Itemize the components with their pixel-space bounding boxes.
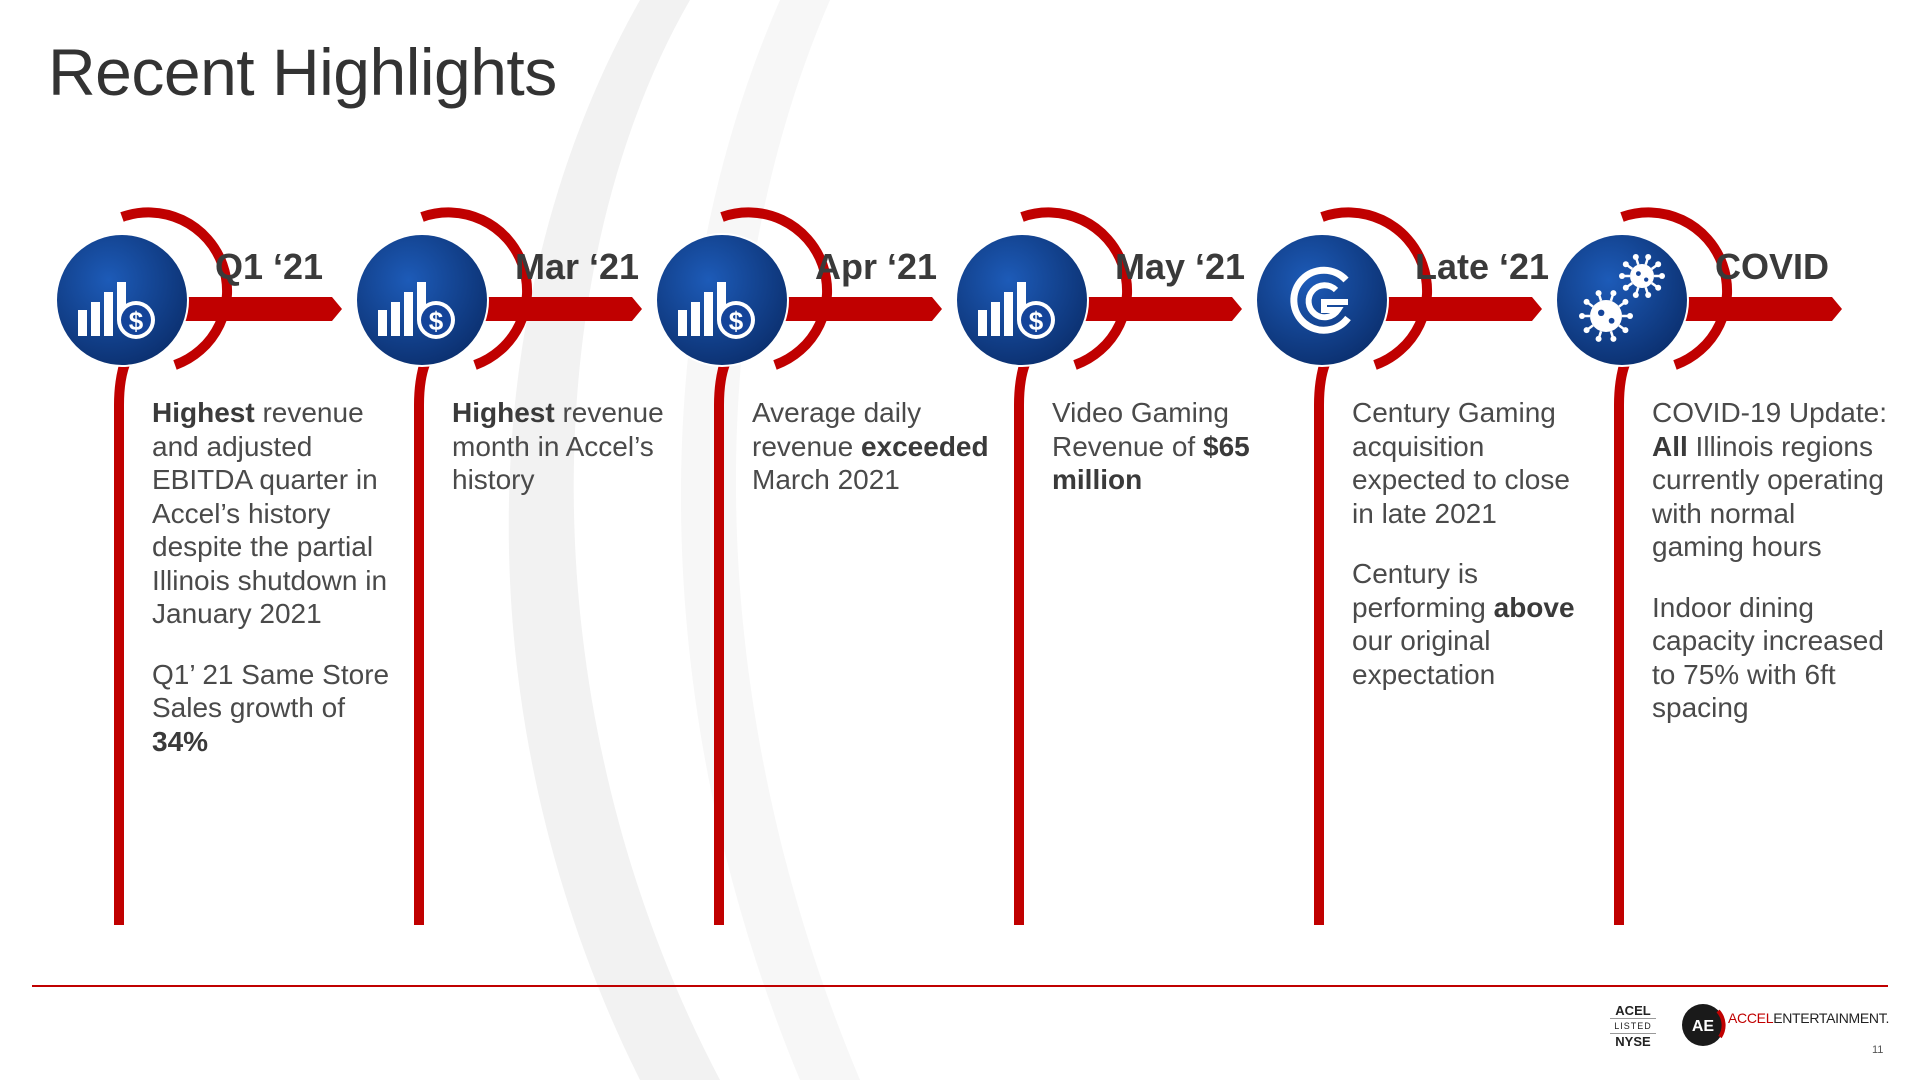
milestone-title: Apr ‘21 bbox=[815, 246, 938, 287]
milestone-paragraph: Indoor dining capacity increased to 75% … bbox=[1652, 591, 1892, 725]
revenue-chart-dollar-icon: $ bbox=[55, 233, 189, 367]
milestone-connector bbox=[114, 207, 342, 925]
milestone-paragraph: Century Gaming acquisition expected to c… bbox=[1352, 396, 1592, 530]
highlight-text: Highest bbox=[152, 397, 255, 428]
milestone-connector bbox=[1614, 207, 1842, 925]
milestone-paragraph: Highest revenue month in Accel’s history bbox=[452, 396, 692, 497]
body-text: our original expectation bbox=[1352, 625, 1496, 690]
milestone-paragraph: Q1’ 21 Same Store Sales growth of 34% bbox=[152, 658, 392, 759]
highlight-text: $65 million bbox=[1052, 430, 1250, 496]
page-number: 11 bbox=[1872, 1044, 1884, 1056]
milestone-title: COVID bbox=[1715, 246, 1830, 287]
listed-label: LISTED bbox=[1610, 1018, 1656, 1034]
milestone-title: Q1 ‘21 bbox=[215, 246, 324, 287]
svg-text:$: $ bbox=[429, 306, 444, 336]
body-text: March 2021 bbox=[752, 464, 900, 495]
ticker-symbol: ACEL bbox=[1615, 1003, 1651, 1018]
highlight-text: All bbox=[1652, 430, 1688, 462]
milestone-6: COVID COVID-19 Update: All Illinois regio… bbox=[1550, 0, 1887, 1080]
revenue-chart-dollar-icon: $ bbox=[355, 233, 489, 367]
virus-icon bbox=[1555, 233, 1689, 367]
nyse-listing-badge: ACEL LISTED NYSE bbox=[1610, 1004, 1656, 1050]
milestone-description: Century Gaming acquisition expected to c… bbox=[1352, 396, 1592, 718]
milestone-paragraph: Highest revenue and adjusted EBITDA quar… bbox=[152, 396, 392, 631]
body-text: Illinois regions currently operating wit… bbox=[1652, 430, 1884, 563]
brand-entertainment: ENTERTAINMENT. bbox=[1773, 1010, 1890, 1026]
milestone-title: Late ‘21 bbox=[1415, 246, 1550, 287]
svg-text:$: $ bbox=[729, 306, 744, 336]
page-title: Recent Highlights bbox=[48, 35, 557, 109]
body-text: revenue month in Accel’s history bbox=[452, 397, 664, 495]
body-text: Century Gaming acquisition expected to c… bbox=[1352, 397, 1570, 529]
milestone-description: COVID-19 Update: All Illinois regions cu… bbox=[1652, 396, 1892, 752]
exchange-name: NYSE bbox=[1615, 1034, 1651, 1049]
svg-text:$: $ bbox=[1029, 306, 1044, 336]
milestone-description: Highest revenue month in Accel’s history bbox=[452, 396, 692, 524]
accel-logo-icon: AE bbox=[1682, 1004, 1726, 1046]
footer-divider bbox=[32, 985, 1888, 987]
highlight-text: above bbox=[1493, 591, 1575, 623]
milestone-paragraph: Video Gaming Revenue of $65 million bbox=[1052, 396, 1292, 497]
century-gaming-logo-icon bbox=[1255, 233, 1389, 367]
brand-accel: ACCEL bbox=[1728, 1010, 1774, 1026]
milestone-title: Mar ‘21 bbox=[515, 246, 640, 287]
milestone-description: Average daily revenue exceeded March 202… bbox=[752, 396, 992, 524]
brand-wordmark: ACCELENTERTAINMENT. bbox=[1728, 1010, 1889, 1026]
milestone-connector bbox=[414, 207, 642, 925]
body-text: Century is performing bbox=[1352, 558, 1494, 623]
highlight-text: 34% bbox=[152, 725, 209, 757]
body-text: Video Gaming Revenue of bbox=[1052, 397, 1229, 462]
milestone-title: May ‘21 bbox=[1115, 246, 1246, 287]
body-text: revenue and adjusted EBITDA quarter in A… bbox=[152, 397, 388, 629]
milestone-description: Video Gaming Revenue of $65 million bbox=[1052, 396, 1292, 524]
svg-text:$: $ bbox=[129, 306, 144, 336]
body-text: Q1’ 21 Same Store Sales growth of bbox=[152, 658, 390, 724]
body-text: Indoor dining capacity increased to 75% … bbox=[1652, 591, 1884, 724]
milestone-paragraph: COVID-19 Update: All Illinois regions cu… bbox=[1652, 396, 1892, 564]
logo-monogram: AE bbox=[1692, 1018, 1715, 1035]
milestone-connector bbox=[1314, 207, 1542, 925]
milestone-connector bbox=[714, 207, 942, 925]
body-text: Average daily revenue bbox=[752, 397, 922, 462]
revenue-chart-dollar-icon: $ bbox=[655, 233, 789, 367]
milestone-paragraph: Average daily revenue exceeded March 202… bbox=[752, 396, 992, 497]
milestone-connector bbox=[1014, 207, 1242, 925]
body-text: COVID-19 Update: bbox=[1652, 397, 1887, 428]
revenue-chart-dollar-icon: $ bbox=[955, 233, 1089, 367]
milestone-paragraph: Century is performing above our original… bbox=[1352, 557, 1592, 691]
milestone-description: Highest revenue and adjusted EBITDA quar… bbox=[152, 396, 392, 785]
highlight-text: Highest bbox=[452, 397, 555, 428]
highlight-text: exceeded bbox=[860, 430, 989, 462]
